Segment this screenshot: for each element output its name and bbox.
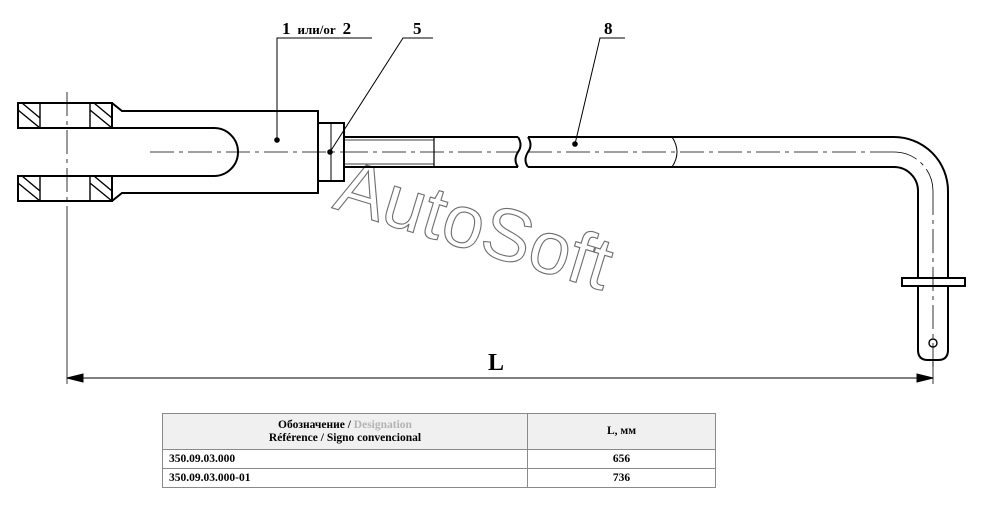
row-length: 656	[527, 449, 716, 469]
extension-lines	[66, 214, 934, 384]
dimension-label: L	[488, 350, 504, 376]
table-row: 350.09.03.000 656	[162, 449, 716, 469]
leader-lines	[276, 37, 625, 153]
row-designation: 350.09.03.000	[162, 449, 528, 469]
spec-table: Обозначение / Designation Référence / Si…	[162, 413, 716, 488]
header-designation-ghost: Designation	[353, 418, 412, 431]
callout-5: 5	[413, 19, 422, 38]
callout-8: 8	[604, 19, 613, 38]
fork-section-hatching	[17, 102, 113, 202]
header-designation: Обозначение / Designation Référence / Si…	[162, 413, 528, 450]
callout-1-or-2: 1 или/or 2	[282, 19, 351, 38]
row-designation: 350.09.03.000-01	[162, 468, 528, 488]
row-length: 736	[527, 468, 716, 488]
table-header-row: Обозначение / Designation Référence / Si…	[162, 413, 716, 450]
rod-drawing: AutoSoft	[17, 19, 966, 384]
rod-threaded	[344, 136, 522, 168]
pin-end	[901, 277, 966, 361]
leader-dots	[274, 137, 578, 155]
table-row: 350.09.03.000-01 736	[162, 468, 716, 488]
header-length: L, мм	[527, 413, 716, 450]
centre-lines	[66, 92, 934, 370]
dimension-L	[66, 373, 934, 383]
